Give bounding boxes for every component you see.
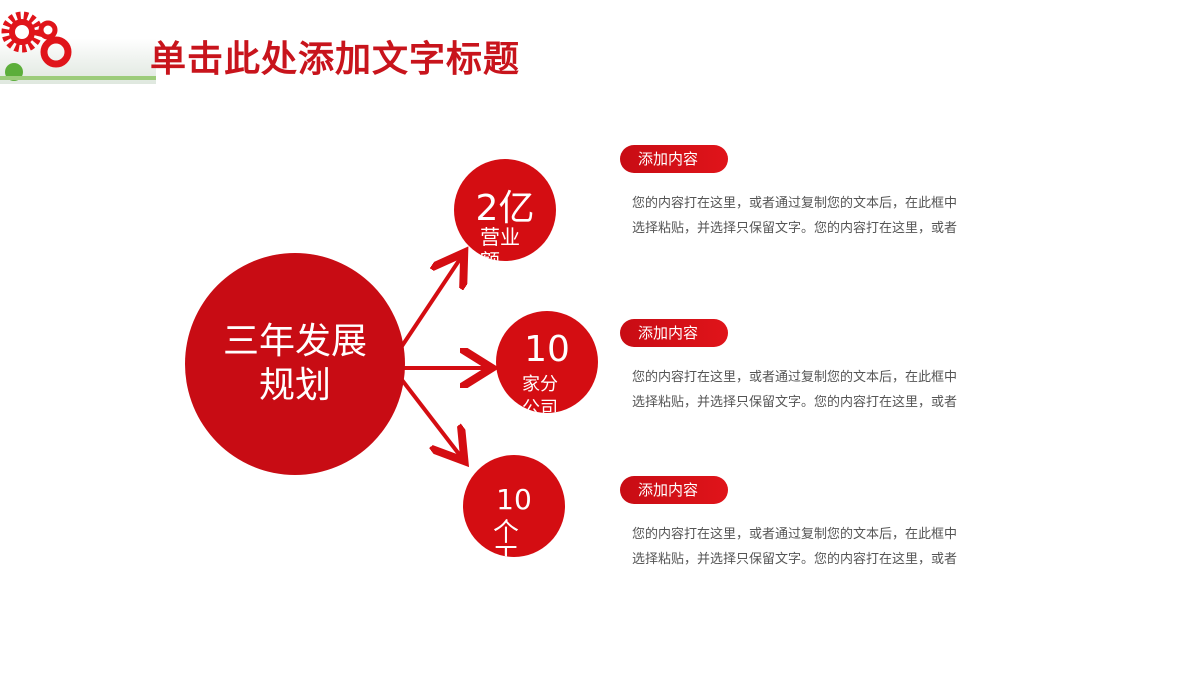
content-text-1[interactable]: 您的内容打在这里，或者通过复制您的文本后，在此框中选择粘贴，并选择只保留文字。您… <box>632 196 958 236</box>
content-tag-3: 添加内容 <box>620 476 728 504</box>
stat-value: 10 <box>524 329 570 370</box>
content-text-3[interactable]: 您的内容打在这里，或者通过复制您的文本后，在此框中选择粘贴，并选择只保留文字。您… <box>632 527 958 567</box>
stat-circle-revenue: 2亿营业额 <box>454 159 556 261</box>
slide-title[interactable]: 单击此处添加文字标题 <box>150 39 521 80</box>
arrow-down <box>400 378 462 458</box>
content-text-2[interactable]: 您的内容打在这里，或者通过复制您的文本后，在此框中选择粘贴，并选择只保留文字。您… <box>632 370 958 410</box>
stat-circle-factories: 10个工厂 <box>463 455 565 557</box>
arrow-up <box>400 256 462 348</box>
stat-circle-branches: 10 家分公司 <box>496 311 598 413</box>
center-circle: 三年发展规划 <box>185 253 405 475</box>
center-line1: 三年发展 <box>222 321 367 362</box>
stat-label: 家分公司 <box>522 374 558 413</box>
stat-label: 个工厂 <box>493 518 520 557</box>
stat-value: 10 <box>496 483 532 516</box>
content-tag-1: 添加内容 <box>620 145 728 173</box>
content-tag-2: 添加内容 <box>620 319 728 347</box>
stat-label: 营业额 <box>480 225 520 261</box>
gear-icon <box>0 11 156 81</box>
gears-logo-image <box>0 8 156 84</box>
center-line2: 规划 <box>258 365 331 406</box>
stat-value: 2亿 <box>475 188 535 229</box>
